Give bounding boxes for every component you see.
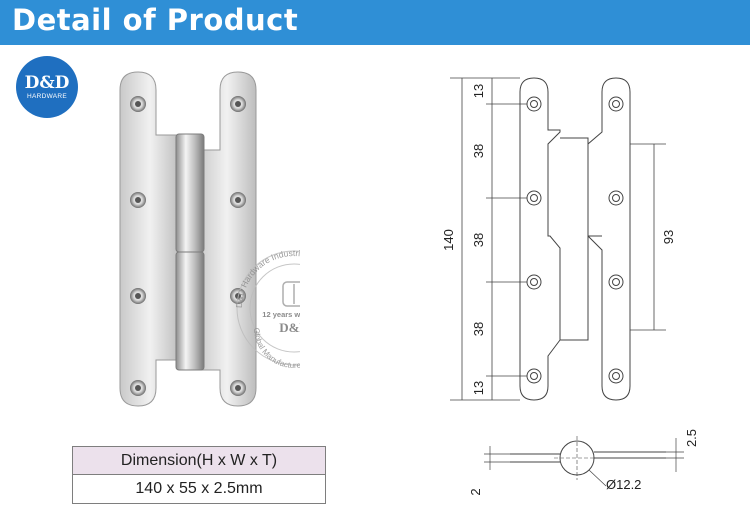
lower-knuckle <box>175 251 205 371</box>
drawing-right-leaf <box>587 77 631 401</box>
drawing-knuckle <box>560 137 589 341</box>
screw-holes <box>130 96 246 396</box>
logo-mark: D&D <box>24 73 70 93</box>
header-bar: Detail of Product <box>0 0 750 45</box>
dim-38-c: 38 <box>471 322 486 336</box>
dim-13-bottom: 13 <box>471 381 486 395</box>
dimension-value: 140 x 55 x 2.5mm <box>135 480 263 497</box>
hinge-photo: D&D Hardware Industrial Co., Ltd Global … <box>119 71 300 407</box>
dimension-lines <box>450 77 666 401</box>
drawing-left-leaf <box>519 77 561 401</box>
dim-diameter: Ø12.2 <box>606 477 641 492</box>
left-leaf <box>119 71 181 407</box>
upper-knuckle <box>175 133 205 253</box>
dim-93: 93 <box>661 230 676 244</box>
brand-logo: D&D HARDWARE <box>16 56 78 118</box>
dimension-header: Dimension(H x W x T) <box>73 447 325 475</box>
logo-subtitle: HARDWARE <box>26 93 68 100</box>
page-title: Detail of Product <box>12 3 299 37</box>
section-view: 2.5 2 Ø12.2 <box>470 429 699 496</box>
dim-38-b: 38 <box>471 233 486 247</box>
seal-warranty-text: 12 years warranty <box>262 310 300 319</box>
door-icon <box>282 281 300 307</box>
right-leaf <box>197 71 257 407</box>
dimension-table: Dimension(H x W x T) 140 x 55 x 2.5mm <box>72 446 326 504</box>
dim-38-a: 38 <box>471 144 486 158</box>
seal-mark: D&D <box>279 320 300 335</box>
dim-2: 2 <box>470 488 483 495</box>
technical-drawing: 13 38 38 38 13 140 93 <box>441 77 676 401</box>
dim-2-5: 2.5 <box>684 429 699 447</box>
dim-140: 140 <box>441 229 456 251</box>
dim-13-top: 13 <box>471 84 486 98</box>
